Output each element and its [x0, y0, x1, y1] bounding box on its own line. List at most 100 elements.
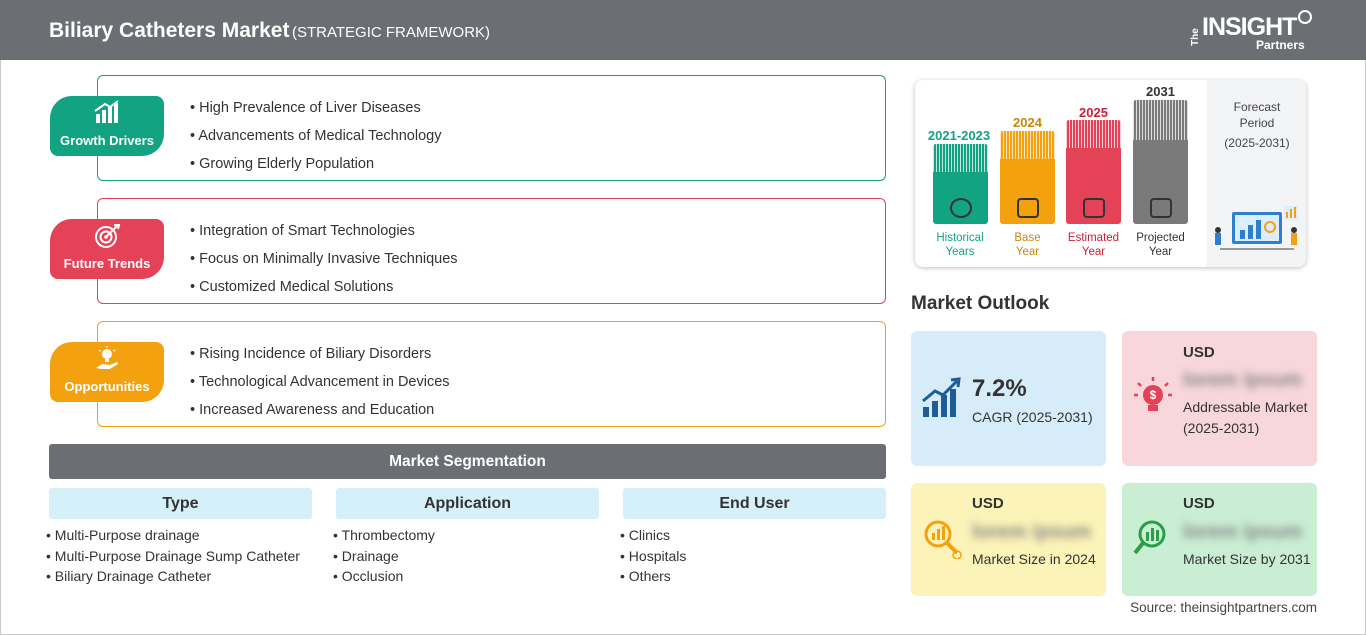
list-item: Occlusion — [333, 566, 435, 587]
market-outlook-title: Market Outlook — [911, 293, 1050, 314]
growth-arrow-icon — [921, 377, 963, 419]
list-item: Growing Elderly Population — [190, 150, 441, 178]
history-icon — [949, 198, 972, 218]
list-item: Focus on Minimally Invasive Techniques — [190, 245, 457, 273]
bar-stripes — [1000, 131, 1055, 159]
timeline-label-line: Estimated — [1067, 232, 1120, 244]
cagr-card: 7.2% CAGR (2025-2031) — [911, 331, 1106, 466]
segment-application-list: Thrombectomy Drainage Occlusion — [333, 525, 435, 587]
dollar-bulb-icon: $ — [1132, 375, 1174, 417]
source-credit: Source: theinsightpartners.com — [1130, 600, 1317, 615]
addressable-market-card: $ USD lorem ipsum Addressable Market (20… — [1122, 331, 1317, 466]
market-segmentation-header: Market Segmentation — [49, 444, 886, 479]
timeline-bar-base — [1000, 131, 1055, 224]
timeline-year-estimated: 2025 — [1079, 105, 1108, 120]
cagr-label: CAGR (2025-2031) — [972, 409, 1093, 425]
timeline-year-historical: 2021-2023 — [927, 128, 991, 143]
insight-partners-logo: The INSIGHT Partners — [1190, 10, 1315, 54]
forecast-title-line: Period — [1239, 116, 1275, 130]
projection-board-icon — [1149, 198, 1172, 218]
size-2031-value-blurred: lorem ipsum — [1183, 521, 1302, 543]
page-title: Biliary Catheters Market — [49, 19, 290, 42]
timeline-label-base: Base Year — [995, 231, 1060, 259]
opportunities-label: Opportunities — [64, 379, 150, 394]
list-item: Multi-Purpose drainage — [46, 525, 300, 546]
magnifier-chart-icon — [921, 517, 963, 560]
addressable-label: Addressable Market (2025-2031) — [1183, 399, 1308, 436]
bar-stripes — [1066, 120, 1121, 148]
svg-text:$: $ — [1150, 388, 1157, 402]
timeline-label-line: Year — [1081, 246, 1106, 258]
segment-application-header: Application — [336, 488, 599, 519]
size-2024-value-blurred: lorem ipsum — [972, 521, 1091, 543]
growth-drivers-label: Growth Drivers — [60, 133, 154, 148]
list-item: Advancements of Medical Technology — [190, 122, 441, 150]
timeline-label-historical: Historical Years — [922, 231, 998, 259]
lightbulb-hand-icon — [50, 346, 164, 378]
logo-the: The — [1190, 28, 1201, 46]
list-item: Others — [620, 566, 686, 587]
timeline-label-estimated: Estimated Year — [1060, 231, 1127, 259]
growth-drivers-badge: Growth Drivers — [50, 96, 164, 156]
presentation-icon — [1082, 198, 1105, 218]
segment-end-user-list: Clinics Hospitals Others — [620, 525, 687, 587]
timeline-label-line: Year — [1015, 246, 1040, 258]
market-size-2024-card: USD lorem ipsum Market Size in 2024 — [911, 483, 1106, 596]
size-2024-currency: USD — [972, 495, 1004, 512]
growth-drivers-list: High Prevalence of Liver Diseases Advanc… — [190, 94, 441, 178]
header-bar: Biliary Catheters Market (STRATEGIC FRAM… — [0, 0, 1366, 60]
addressable-value-blurred: lorem ipsum — [1183, 369, 1302, 391]
timeline-label-line: Projected — [1136, 232, 1185, 244]
future-trends-list: Integration of Smart Technologies Focus … — [190, 217, 458, 301]
list-item: Thrombectomy — [333, 525, 435, 546]
timeline-label-line: Years — [945, 246, 975, 258]
list-item: Drainage — [333, 546, 435, 567]
size-2031-currency: USD — [1183, 495, 1215, 512]
list-item: High Prevalence of Liver Diseases — [190, 94, 441, 122]
timeline-label-line: Year — [1148, 246, 1173, 258]
growth-drivers-box: High Prevalence of Liver Diseases Advanc… — [97, 75, 886, 181]
timeline-label-projected: Projected Year — [1127, 231, 1194, 259]
analytics-illustration-icon — [1210, 200, 1302, 256]
list-item: Biliary Drainage Catheter — [46, 566, 300, 587]
cagr-value: 7.2% — [972, 375, 1027, 402]
opportunities-badge: Opportunities — [50, 342, 164, 402]
future-trends-label: Future Trends — [63, 256, 151, 271]
timeline-year-base: 2024 — [1013, 115, 1042, 130]
market-size-2031-card: USD lorem ipsum Market Size by 2031 — [1122, 483, 1317, 596]
page-subtitle: (STRATEGIC FRAMEWORK) — [292, 24, 491, 41]
list-item: Technological Advancement in Devices — [190, 368, 450, 396]
segment-end-user-header: End User — [623, 488, 886, 519]
logo-ring-icon — [1298, 10, 1312, 24]
timeline-bar-estimated — [1066, 120, 1121, 224]
calendar-icon — [1016, 198, 1039, 218]
bar-stripes — [933, 144, 988, 172]
logo-partners: Partners — [1256, 38, 1305, 52]
list-item: Increased Awareness and Education — [190, 396, 450, 424]
list-item: Multi-Purpose Drainage Sump Catheter — [46, 546, 300, 567]
timeline-label-line: Historical — [936, 232, 984, 244]
list-item: Integration of Smart Technologies — [190, 217, 458, 245]
addressable-currency: USD — [1183, 344, 1215, 361]
list-item: Rising Incidence of Biliary Disorders — [190, 340, 450, 368]
timeline-label-line: Base — [1014, 232, 1041, 244]
bar-stripes — [1133, 100, 1188, 140]
timeline-year-projected: 2031 — [1146, 84, 1175, 99]
future-trends-box: Integration of Smart Technologies Focus … — [97, 198, 886, 304]
list-item: Clinics — [620, 525, 686, 546]
timeline-bar-projected — [1133, 100, 1188, 224]
growth-chart-icon — [50, 100, 164, 130]
opportunities-box: Rising Incidence of Biliary Disorders Te… — [97, 321, 886, 427]
logo-insight: INSIGHT — [1202, 13, 1297, 41]
timeline-bar-historical — [933, 144, 988, 224]
target-icon — [50, 223, 164, 255]
forecast-period-text: Forecast Period (2025-2031) — [1213, 99, 1301, 151]
size-2024-label: Market Size in 2024 — [972, 551, 1096, 567]
forecast-range: (2025-2031) — [1224, 136, 1290, 150]
future-trends-badge: Future Trends — [50, 219, 164, 279]
segment-type-list: Multi-Purpose drainage Multi-Purpose Dra… — [46, 525, 300, 587]
size-2031-label: Market Size by 2031 — [1183, 551, 1311, 567]
opportunities-list: Rising Incidence of Biliary Disorders Te… — [190, 340, 450, 424]
segment-type-header: Type — [49, 488, 312, 519]
list-item: Customized Medical Solutions — [190, 273, 458, 301]
